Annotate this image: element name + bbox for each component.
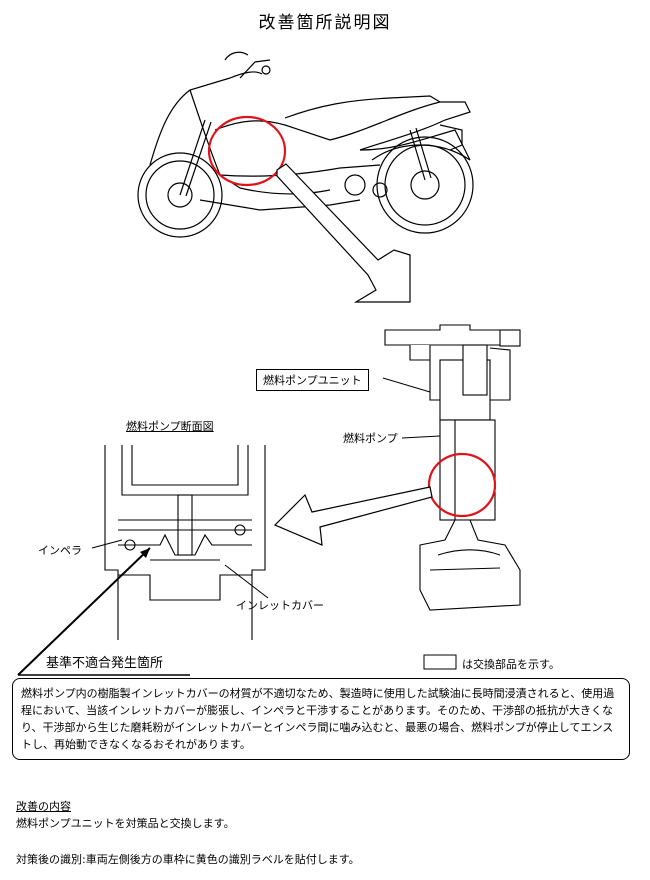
label-fuel-pump: 燃料ポンプ bbox=[343, 432, 398, 445]
page-title: 改善箇所説明図 bbox=[258, 13, 392, 33]
arrow-icon bbox=[276, 163, 411, 303]
section-arrow-icon bbox=[273, 486, 433, 546]
legend-text: は交換部品を示す。 bbox=[462, 658, 560, 671]
legend-swatch bbox=[423, 654, 457, 670]
improvement-text: 燃料ポンプユニットを対策品と交換します。 bbox=[16, 817, 235, 830]
label-inlet-cover: インレットカバー bbox=[236, 599, 324, 612]
description-box: 燃料ポンプ内の樹脂製インレットカバーの材質が不適切なため、製造時に使用した試験油… bbox=[12, 678, 630, 760]
label-fuel-pump-unit: 燃料ポンプユニット bbox=[256, 369, 369, 391]
fuel-pump-unit-illustration bbox=[384, 324, 521, 611]
identification-text: 対策後の識別:車両左側後方の車枠に黄色の識別ラベルを貼付します。 bbox=[16, 853, 360, 866]
improvement-heading: 改善の内容 bbox=[16, 800, 71, 813]
highlight-circle-vehicle bbox=[207, 115, 287, 187]
label-section-title: 燃料ポンプ断面図 bbox=[126, 420, 214, 433]
motorcycle-illustration bbox=[137, 51, 474, 238]
label-impeller: インペラ bbox=[38, 544, 82, 557]
label-nonconformity: 基準不適合発生箇所 bbox=[46, 656, 164, 671]
pump-cross-section-illustration bbox=[104, 445, 266, 640]
highlight-circle-pump bbox=[427, 452, 497, 518]
